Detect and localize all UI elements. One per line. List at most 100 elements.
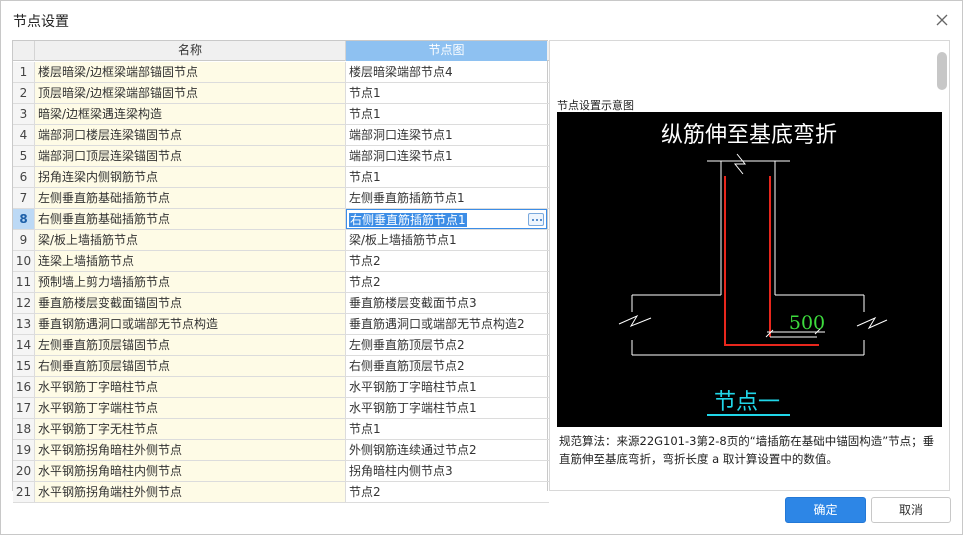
row-index[interactable]: 16 — [13, 377, 35, 397]
row-name: 水平钢筋拐角暗柱外侧节点 — [35, 440, 346, 460]
row-node-cell[interactable]: 右侧垂直筋顶层节点2 — [346, 356, 547, 376]
title-bar: 节点设置 — [1, 1, 962, 39]
row-index[interactable]: 12 — [13, 293, 35, 313]
row-node-cell[interactable]: 右侧垂直筋插筋节点1 — [346, 209, 547, 229]
preview-scrollbar[interactable] — [937, 52, 947, 90]
row-name: 水平钢筋丁字无柱节点 — [35, 419, 346, 439]
node-label: 节点一 — [714, 390, 780, 415]
row-node-cell[interactable]: 节点1 — [346, 167, 547, 187]
rule-description: 规范算法：来源22G101-3第2-8页的“墙插筋在基础中锚固构造”节点；垂直筋… — [559, 434, 935, 466]
row-node-cell[interactable]: 节点1 — [346, 83, 547, 103]
row-index[interactable]: 8 — [13, 209, 35, 229]
row-index[interactable]: 19 — [13, 440, 35, 460]
row-node-editor[interactable]: 右侧垂直筋插筋节点1 — [349, 213, 467, 227]
row-node-cell[interactable]: 梁/板上墙插筋节点1 — [346, 230, 547, 250]
diagram-heading: 纵筋伸至基底弯折 — [661, 123, 837, 148]
row-index[interactable]: 9 — [13, 230, 35, 250]
row-node-cell[interactable]: 水平钢筋丁字暗柱节点1 — [346, 377, 547, 397]
preview-title: 节点设置示意图 — [557, 99, 634, 112]
header-name[interactable]: 名称 — [35, 41, 346, 61]
row-node-cell[interactable]: 端部洞口连梁节点1 — [346, 125, 547, 145]
node-diagram: 纵筋伸至基底弯折 500 节点一 — [557, 112, 942, 427]
row-index[interactable]: 18 — [13, 419, 35, 439]
row-node-cell[interactable]: 端部洞口连梁节点1 — [346, 146, 547, 166]
row-node-cell[interactable]: 外侧钢筋连续通过节点2 — [346, 440, 547, 460]
row-index[interactable]: 11 — [13, 272, 35, 292]
table-header: 名称 节点图 — [13, 41, 549, 61]
row-name: 水平钢筋丁字端柱节点 — [35, 398, 346, 418]
row-node-cell[interactable]: 左侧垂直筋插筋节点1 — [346, 188, 547, 208]
row-index[interactable]: 17 — [13, 398, 35, 418]
row-name: 楼层暗梁/边框梁端部锚固节点 — [35, 62, 346, 82]
row-name: 端部洞口楼层连梁锚固节点 — [35, 125, 346, 145]
row-node-cell[interactable]: 左侧垂直筋顶层节点2 — [346, 335, 547, 355]
row-node-cell[interactable]: 节点2 — [346, 251, 547, 271]
cancel-button[interactable]: 取消 — [871, 497, 951, 523]
row-name: 拐角连梁内侧钢筋节点 — [35, 167, 346, 187]
ok-button[interactable]: 确定 — [785, 497, 866, 523]
header-index — [13, 41, 35, 61]
row-index[interactable]: 6 — [13, 167, 35, 187]
row-index[interactable]: 20 — [13, 461, 35, 481]
row-node-cell[interactable]: 水平钢筋丁字端柱节点1 — [346, 398, 547, 418]
row-name: 连梁上墙插筋节点 — [35, 251, 346, 271]
dialog-title: 节点设置 — [13, 14, 69, 30]
row-node-cell[interactable]: 垂直筋遇洞口或端部无节点构造2 — [346, 314, 547, 334]
row-index[interactable]: 1 — [13, 62, 35, 82]
row-node-cell[interactable]: 节点1 — [346, 104, 547, 124]
row-index[interactable]: 15 — [13, 356, 35, 376]
row-name: 暗梁/边框梁遇连梁构造 — [35, 104, 346, 124]
row-node-cell[interactable]: 节点2 — [346, 482, 547, 502]
row-name: 水平钢筋拐角端柱外侧节点 — [35, 482, 346, 502]
row-node-cell[interactable]: 拐角暗柱内侧节点3 — [346, 461, 547, 481]
row-index[interactable]: 10 — [13, 251, 35, 271]
row-name: 梁/板上墙插筋节点 — [35, 230, 346, 250]
close-icon[interactable] — [932, 10, 952, 30]
row-index[interactable]: 5 — [13, 146, 35, 166]
row-name: 左侧垂直筋顶层锚固节点 — [35, 335, 346, 355]
row-name: 垂直筋楼层变截面锚固节点 — [35, 293, 346, 313]
row-name: 预制墙上剪力墙插筋节点 — [35, 272, 346, 292]
row-index[interactable]: 2 — [13, 83, 35, 103]
row-node-cell[interactable]: 垂直筋楼层变截面节点3 — [346, 293, 547, 313]
row-index[interactable]: 14 — [13, 335, 35, 355]
header-node[interactable]: 节点图 — [346, 41, 547, 61]
row-node-cell[interactable]: 节点1 — [346, 419, 547, 439]
row-name: 右侧垂直筋基础插筋节点 — [35, 209, 346, 229]
row-name: 垂直钢筋遇洞口或端部无节点构造 — [35, 314, 346, 334]
row-index[interactable]: 13 — [13, 314, 35, 334]
ellipsis-icon[interactable] — [528, 213, 544, 226]
row-index[interactable]: 3 — [13, 104, 35, 124]
row-name: 水平钢筋拐角暗柱内侧节点 — [35, 461, 346, 481]
row-node-cell[interactable]: 节点2 — [346, 272, 547, 292]
row-index[interactable]: 21 — [13, 482, 35, 502]
row-node-cell[interactable]: 楼层暗梁端部节点4 — [346, 62, 547, 82]
row-index[interactable]: 4 — [13, 125, 35, 145]
row-name: 右侧垂直筋顶层锚固节点 — [35, 356, 346, 376]
row-index[interactable]: 7 — [13, 188, 35, 208]
row-name: 端部洞口顶层连梁锚固节点 — [35, 146, 346, 166]
